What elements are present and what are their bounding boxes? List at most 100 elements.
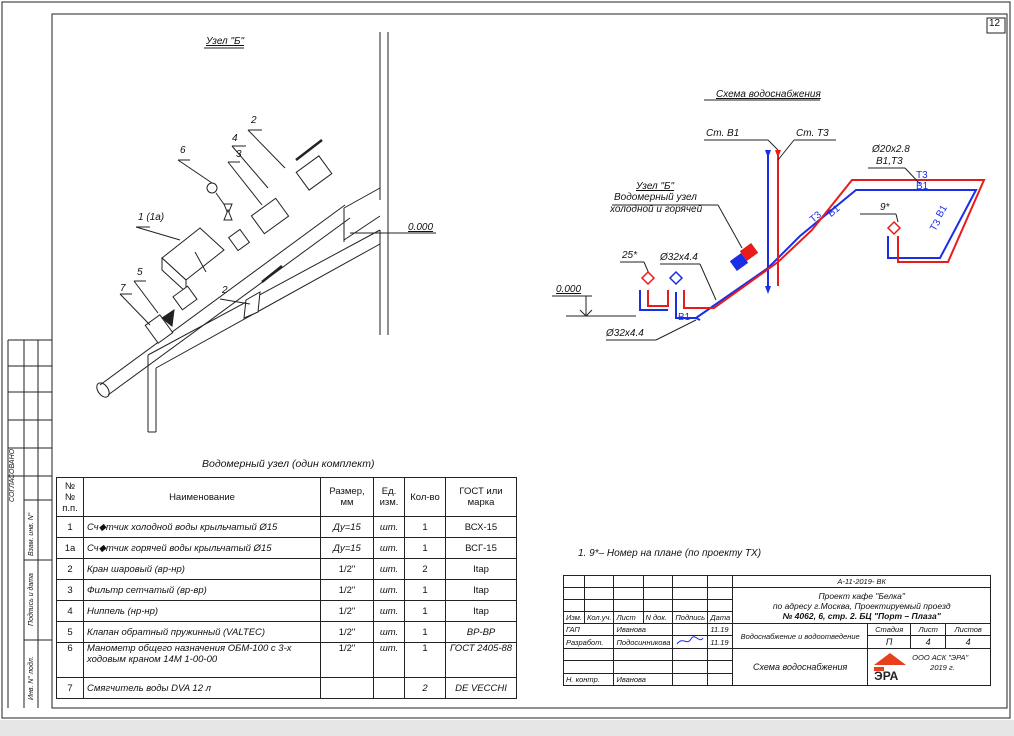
callout-1: 1 (1а) bbox=[138, 212, 165, 223]
project-line1: Проект кафе "Белка" bbox=[818, 590, 905, 601]
cell-qty: 1 bbox=[404, 537, 446, 559]
cell-gost: Itap bbox=[445, 579, 517, 601]
col-izm: Изм. bbox=[563, 611, 585, 624]
label-pipe-codes: В1,Т3 bbox=[876, 156, 903, 167]
cell-name: Фильтр сетчатый (вр-вр) bbox=[83, 579, 321, 601]
cell-unit: шт. bbox=[373, 642, 405, 678]
cell-gost: ВСХ-15 bbox=[445, 516, 517, 538]
cell-size: Ду=15 bbox=[320, 516, 374, 538]
cell-num: 1 bbox=[56, 516, 84, 538]
cell-qty: 1 bbox=[404, 516, 446, 538]
spec-header-size: Размер, мм bbox=[320, 477, 374, 517]
cell-name: Кран шаровый (вр-нр) bbox=[83, 558, 321, 580]
cell-name: Сч◆тчик горячей воды крыльчатый Ø15 bbox=[83, 537, 321, 559]
label-node-b: Узел "Б" bbox=[636, 181, 675, 192]
spec-header-unit: Ед. изм. bbox=[373, 477, 405, 517]
callout-4: 4 bbox=[232, 133, 238, 144]
project-line2: по адресу г.Москва, Проектируемый проезд bbox=[772, 600, 951, 611]
label-point-9: 9* bbox=[880, 202, 890, 213]
cell-qty: 1 bbox=[404, 621, 446, 643]
table-row: 7 Смягчитель воды DVA 12 л 2 DE VECCHI bbox=[56, 677, 517, 699]
cell-name: Манометр общего назначения ОБМ-100 с 3-х… bbox=[83, 642, 321, 678]
cell-num: 7 bbox=[56, 677, 84, 699]
label-t3-right: Т3 bbox=[916, 170, 928, 181]
cell-gost: Itap bbox=[445, 600, 517, 622]
cell-qty: 2 bbox=[404, 558, 446, 580]
cell-size: Ду=15 bbox=[320, 537, 374, 559]
callout-2-top: 2 bbox=[251, 115, 257, 126]
stage-value: П bbox=[867, 635, 912, 649]
cell-name: Клапан обратный пружинный (VALTEC) bbox=[83, 621, 321, 643]
table-row: 1а Сч◆тчик горячей воды крыльчатый Ø15 Д… bbox=[56, 537, 517, 559]
callout-3: 3 bbox=[236, 149, 242, 160]
col-kol: Кол.уч. bbox=[583, 611, 615, 624]
company-year: 2019 г. bbox=[930, 663, 955, 672]
project-line3: № 4062, 6, стр. 2. БЦ "Порт – Плаза" bbox=[782, 610, 941, 621]
col-date: Дата bbox=[707, 611, 734, 624]
sheet-number: 12 bbox=[989, 18, 1001, 29]
sheets-value: 4 bbox=[945, 635, 992, 649]
label-b1-right: В1 bbox=[916, 181, 929, 192]
drawing-title: Схема водоснабжения bbox=[732, 648, 869, 686]
role-dev: Разработ. bbox=[562, 635, 615, 649]
cell-num: 6 bbox=[56, 642, 84, 678]
sheets-header: Листов bbox=[945, 623, 992, 636]
cell-qty: 1 bbox=[404, 579, 446, 601]
cell-size: 1/2" bbox=[320, 600, 374, 622]
table-row: 4 Ниппель (нр-нр) 1/2" шт. 1 Itap bbox=[56, 600, 517, 622]
callout-2-bottom: 2 bbox=[222, 285, 228, 296]
date-gap: 11.19 bbox=[707, 623, 734, 636]
level-mark: 0.000 bbox=[408, 222, 434, 233]
signature bbox=[672, 635, 709, 649]
col-list: Лист bbox=[613, 611, 644, 624]
spec-header-row: №№ п.п. Наименование Размер, мм Ед. изм.… bbox=[56, 477, 517, 517]
col-sign: Подпись bbox=[672, 611, 709, 624]
callout-7: 7 bbox=[120, 283, 126, 294]
label-point-25: 25* bbox=[622, 250, 638, 261]
label-pipe-dim: Ø20х2.8 bbox=[872, 144, 910, 155]
company-name: ООО АСК "ЭРА" bbox=[912, 653, 969, 662]
label-dia-32-bottom: Ø32х4.4 bbox=[606, 328, 644, 339]
table-row: 1 Сч◆тчик холодной воды крыльчатый Ø15 Д… bbox=[56, 516, 517, 538]
cell-gost: DE VECCHI bbox=[445, 677, 517, 699]
spec-header-qty: Кол-во bbox=[404, 477, 446, 517]
stage-header: Стадия bbox=[867, 623, 912, 636]
strip-inv-replace: Взам. инв. N° bbox=[28, 512, 35, 556]
table-row: 5 Клапан обратный пружинный (VALTEC) 1/2… bbox=[56, 621, 517, 643]
viewer-bottom-bar bbox=[0, 720, 1014, 736]
callout-6: 6 bbox=[180, 145, 186, 156]
callout-5: 5 bbox=[137, 267, 143, 278]
role-control: Н. контр. bbox=[562, 672, 615, 687]
cell-gost: ВСГ-15 bbox=[445, 537, 517, 559]
date-dev: 11.19 bbox=[707, 635, 734, 649]
company-logo bbox=[874, 653, 907, 671]
title-block: А-11-2019- ВК Проект кафе "Белка" по адр… bbox=[562, 575, 992, 687]
sheet-value: 4 bbox=[910, 635, 947, 649]
name-dev: Подосинникова bbox=[613, 635, 674, 649]
cell-gost: Itap bbox=[445, 558, 517, 580]
logo-text: ЭРА bbox=[874, 669, 899, 683]
spec-header-name: Наименование bbox=[83, 477, 321, 517]
sheet-header: Лист bbox=[910, 623, 947, 636]
cell-qty: 1 bbox=[404, 642, 446, 678]
cell-gost: ВР-ВР bbox=[445, 621, 517, 643]
spec-table: №№ п.п. Наименование Размер, мм Ед. изм.… bbox=[56, 477, 517, 699]
cell-unit bbox=[373, 677, 405, 699]
cell-gost: ГОСТ 2405-88 bbox=[445, 642, 517, 678]
cell-unit: шт. bbox=[373, 516, 405, 538]
cell-unit: шт. bbox=[373, 579, 405, 601]
label-st-v1: Ст. В1 bbox=[706, 128, 740, 139]
cell-size: 1/2" bbox=[320, 579, 374, 601]
section-title: Водоснабжение и водоотведение bbox=[732, 623, 869, 649]
label-b1-bottom: В1 bbox=[678, 312, 691, 323]
cell-size: 1/2" bbox=[320, 621, 374, 643]
cell-qty: 2 bbox=[404, 677, 446, 699]
name-gap: Иванова bbox=[613, 623, 674, 636]
cell-name: Сч◆тчик холодной воды крыльчатый Ø15 bbox=[83, 516, 321, 538]
name-control: Иванова bbox=[613, 672, 674, 687]
table-row: 3 Фильтр сетчатый (вр-вр) 1/2" шт. 1 Ita… bbox=[56, 579, 517, 601]
cell-size bbox=[320, 677, 374, 699]
cell-size: 1/2" bbox=[320, 558, 374, 580]
